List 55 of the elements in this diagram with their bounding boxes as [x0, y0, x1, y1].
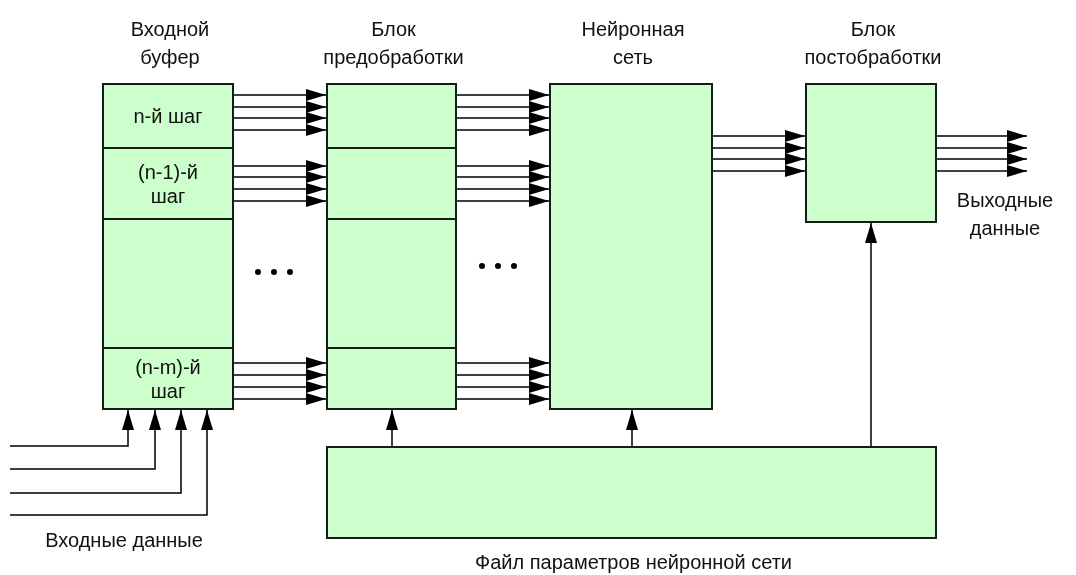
arrow	[233, 381, 327, 393]
arrow	[456, 112, 550, 124]
arrow	[233, 183, 327, 195]
arrow	[456, 101, 550, 113]
step-label: (n-1)-й шаг	[136, 159, 200, 208]
arrow	[456, 183, 550, 195]
arrow	[456, 171, 550, 183]
empty-section	[328, 149, 455, 220]
arrow	[233, 160, 327, 172]
arrow	[456, 195, 550, 207]
arrow	[233, 369, 327, 381]
arrow	[233, 171, 327, 183]
arrow	[456, 381, 550, 393]
block-heading: Блок предобработки	[322, 17, 465, 70]
arrow	[456, 160, 550, 172]
arrow	[712, 142, 806, 154]
arrow	[712, 165, 806, 177]
arrow	[233, 101, 327, 113]
arrow	[712, 153, 806, 165]
arrow	[9, 409, 213, 516]
empty-section	[328, 85, 455, 149]
arrow	[386, 409, 398, 447]
arrow	[865, 222, 877, 447]
arrow	[9, 409, 161, 470]
step-label: n-й шаг	[132, 104, 204, 128]
step-label: (n-m)-й шаг	[134, 354, 202, 403]
arrow	[233, 124, 327, 136]
arrow	[626, 409, 638, 447]
block-heading: Нейронная сеть	[580, 17, 686, 70]
arrow	[936, 142, 1028, 154]
arrow	[456, 369, 550, 381]
arrow	[233, 357, 327, 369]
arrow	[233, 195, 327, 207]
block-heading: Блок постобработки	[803, 17, 943, 70]
block-heading: Входной буфер	[129, 17, 211, 70]
buffer-section	[104, 149, 232, 220]
arrow	[936, 130, 1028, 142]
arrow	[456, 124, 550, 136]
arrow	[233, 112, 327, 124]
output-label: Выходные данные	[955, 188, 1055, 241]
arrow	[456, 357, 550, 369]
arrow	[456, 393, 550, 405]
arrow	[9, 409, 134, 447]
arrow	[9, 409, 187, 494]
empty-section	[328, 349, 455, 408]
arrow	[233, 89, 327, 101]
input-label: Входные данные	[44, 528, 204, 553]
buffer-section	[104, 85, 232, 149]
block-caption: Файл параметров нейронной сети	[473, 550, 793, 575]
arrow	[233, 393, 327, 405]
arrow	[712, 130, 806, 142]
arrow	[936, 165, 1028, 177]
buffer-section	[104, 349, 232, 408]
arrow	[456, 89, 550, 101]
arrow	[936, 153, 1028, 165]
